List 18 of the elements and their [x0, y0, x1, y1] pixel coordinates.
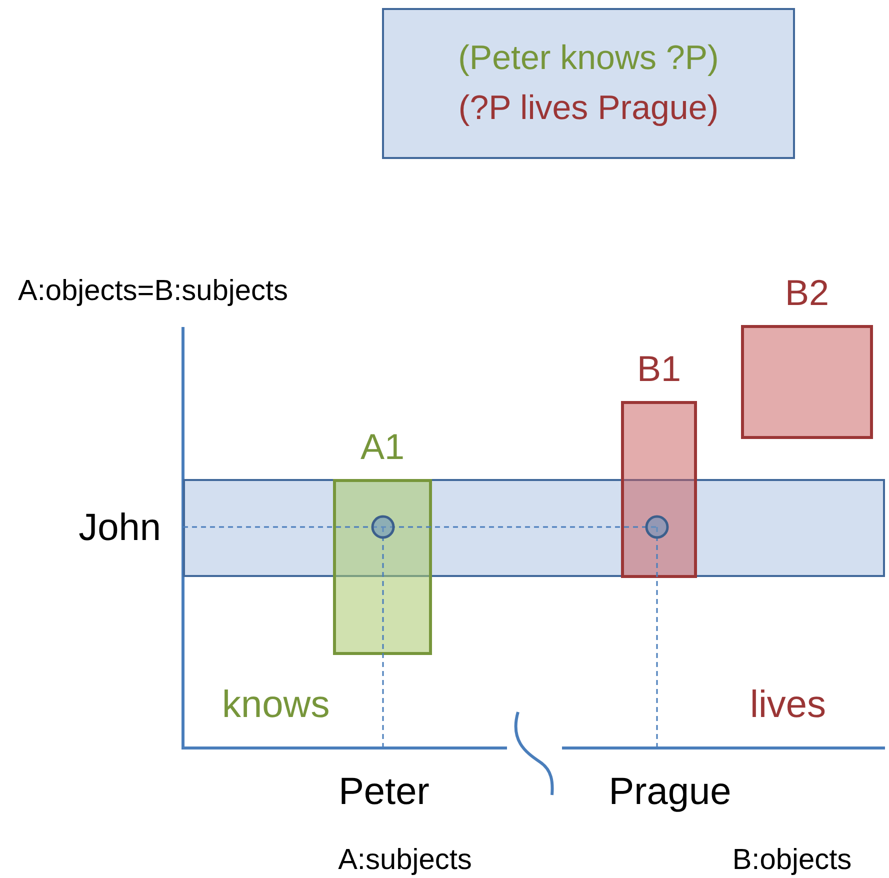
axis-label: A:subjects [338, 846, 472, 874]
rectangle-label: B2 [784, 275, 830, 311]
rectangle-label: A1 [360, 429, 405, 465]
value-label: Peter [338, 773, 430, 811]
rectangle-label: B1 [636, 351, 682, 387]
query-line: (?P lives Prague) [458, 90, 719, 127]
query-box [382, 8, 795, 159]
rectangle [333, 479, 432, 655]
value-label: Prague [608, 773, 732, 811]
rectangle [741, 325, 873, 439]
rectangle [621, 401, 697, 578]
predicate-label: lives [750, 686, 826, 724]
axis-label: A:objects=B:subjects [18, 276, 288, 306]
axis-label: B:objects [732, 846, 852, 874]
predicate-label: knows [222, 686, 330, 724]
query-line: (Peter knows ?P) [458, 40, 719, 78]
row-label: John [78, 509, 161, 547]
band [183, 479, 885, 577]
